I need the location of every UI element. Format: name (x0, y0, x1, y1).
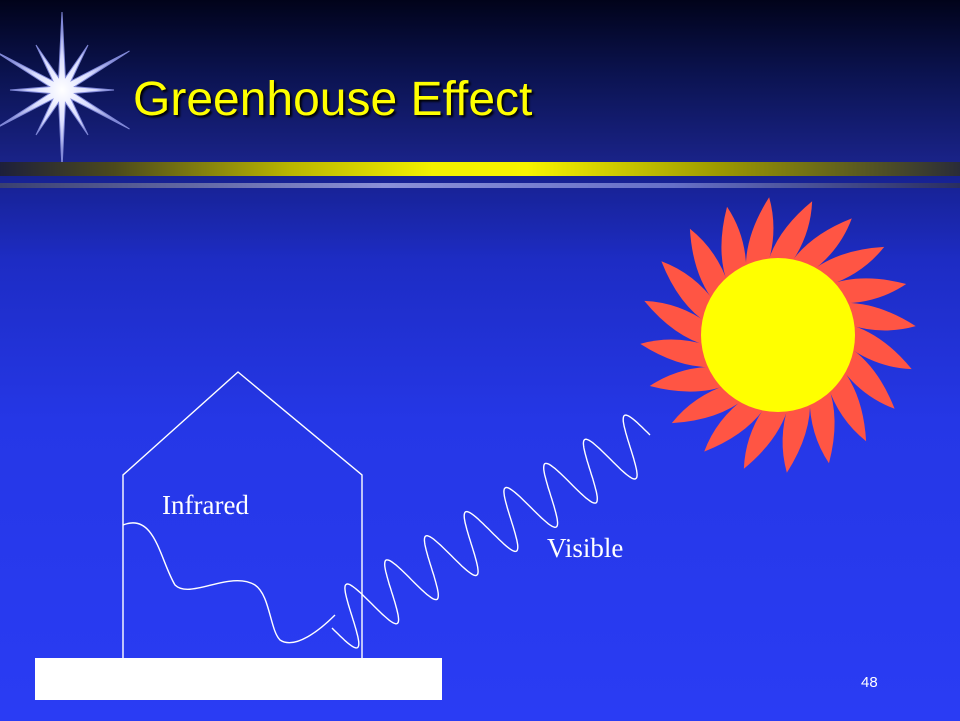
infrared-wave (122, 522, 336, 644)
slide-title: Greenhouse Effect (133, 73, 533, 126)
sun-ray (661, 261, 716, 325)
infrared-label: Infrared (162, 490, 249, 520)
sun-ray (644, 300, 709, 347)
sun-icon (640, 197, 916, 473)
sun-ray (840, 302, 916, 331)
visible-wave (331, 414, 651, 649)
title-underline-blue (0, 183, 960, 188)
sun-ray (809, 246, 885, 286)
ground-block (35, 658, 442, 700)
sun-ray (743, 404, 790, 469)
visible-label: Visible (547, 533, 624, 563)
sun-ray (809, 384, 835, 464)
sun-ray (745, 197, 774, 273)
sun-ray (640, 339, 716, 368)
sun-ray (766, 201, 813, 266)
sun-ray (788, 218, 852, 273)
title-underline-gold (0, 162, 960, 176)
sun-ray (782, 397, 811, 473)
greenhouse-outline (122, 371, 363, 660)
sun-core (701, 258, 855, 412)
sun-ray (840, 345, 895, 409)
sun-ray (689, 228, 729, 304)
title-band (0, 0, 960, 165)
sun-ray (649, 366, 729, 392)
sun-ray (847, 323, 912, 370)
sun-ray (704, 397, 768, 452)
sun-ray (671, 384, 747, 424)
sun-ray (721, 206, 747, 286)
page-number: 48 (861, 674, 878, 691)
sun-ray (827, 278, 907, 304)
sun-ray (827, 366, 867, 442)
